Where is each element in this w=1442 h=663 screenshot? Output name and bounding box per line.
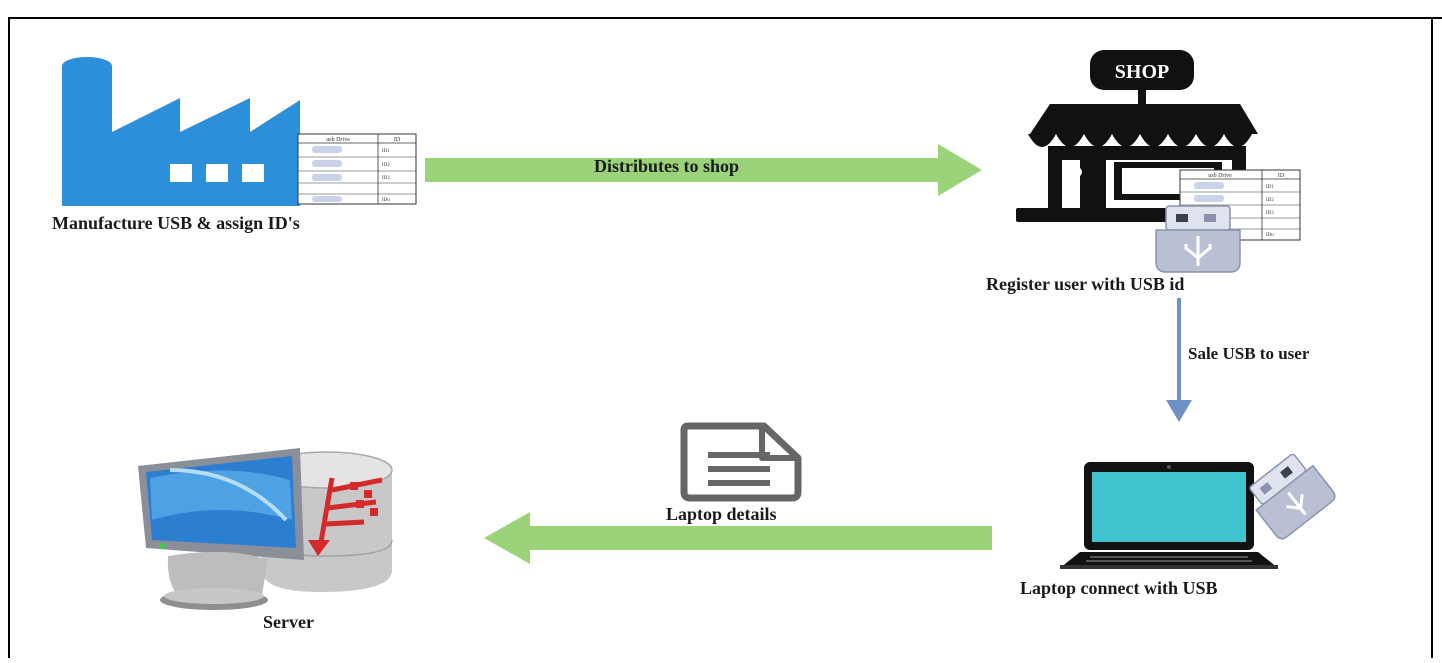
arrow-distributes bbox=[425, 144, 982, 196]
laptop-usb-stick-icon bbox=[1249, 453, 1336, 540]
server-label: Server bbox=[263, 612, 314, 632]
server-database-icon bbox=[138, 448, 393, 610]
factory-table-id-n: IDn bbox=[382, 198, 390, 203]
factory-icon bbox=[62, 57, 300, 206]
shop-label: Register user with USB id bbox=[986, 274, 1185, 294]
shop-table-id-1: ID1 bbox=[1266, 185, 1274, 190]
distributes-edge-label: Distributes to shop bbox=[594, 156, 740, 176]
shop-table-header-id: ID bbox=[1278, 173, 1285, 179]
factory-table-header-usb: usb Drive bbox=[326, 137, 350, 143]
factory-label: Manufacture USB & assign ID's bbox=[52, 213, 300, 233]
factory-table-header-id: ID bbox=[394, 137, 401, 143]
shop-sign-text: SHOP bbox=[1115, 61, 1169, 83]
laptop-icon bbox=[1060, 462, 1278, 569]
laptop-details-edge-label: Laptop details bbox=[666, 504, 777, 524]
shop-table-id-n: IDn bbox=[1266, 233, 1274, 238]
shop-table-header-usb: usb Drive bbox=[1208, 173, 1232, 179]
usb-stick-icon bbox=[1155, 205, 1241, 273]
factory-id-table-icon: usb Drive ID ID1 ID2 ID3 IDn bbox=[297, 133, 417, 205]
laptop-label: Laptop connect with USB bbox=[1020, 578, 1218, 598]
sale-edge-label: Sale USB to user bbox=[1188, 344, 1310, 363]
frame-border bbox=[8, 17, 1442, 658]
document-icon bbox=[680, 422, 802, 502]
shop-table-id-3: ID3 bbox=[1266, 211, 1274, 216]
arrow-sale bbox=[1166, 298, 1192, 422]
factory-table-id-2: ID2 bbox=[382, 163, 390, 168]
factory-table-id-3: ID3 bbox=[382, 176, 390, 181]
arrow-laptop-details bbox=[484, 512, 992, 564]
factory-table-id-1: ID1 bbox=[382, 149, 390, 154]
shop-table-id-2: ID2 bbox=[1266, 198, 1274, 203]
shop-id-table-icon: usb Drive ID ID1 ID2 ID3 IDn bbox=[1179, 169, 1301, 241]
